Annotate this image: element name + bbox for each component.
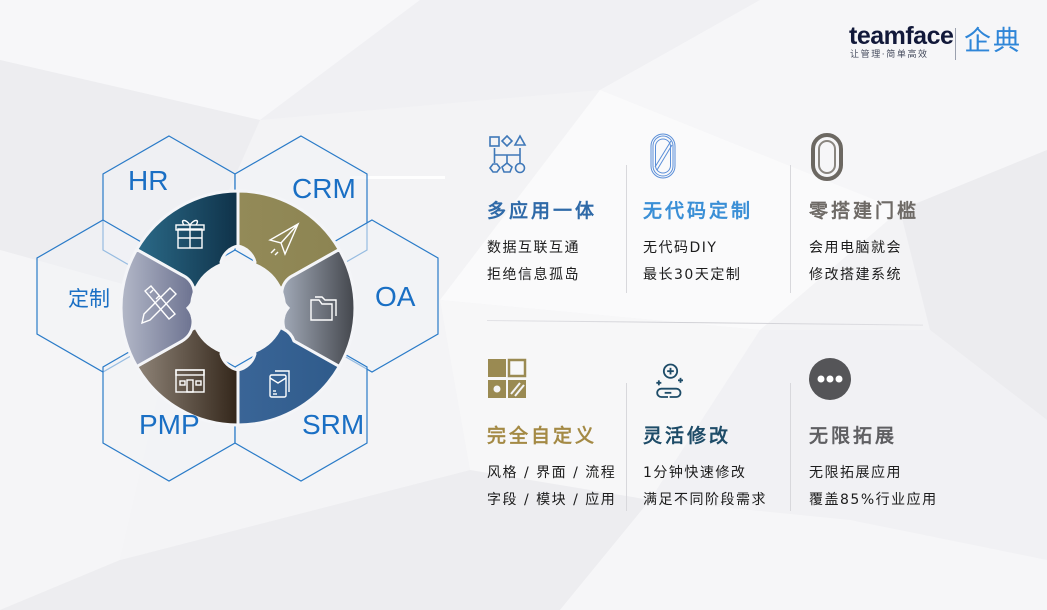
segment-custom (119, 247, 196, 369)
feature-line: 无限拓展应用 (809, 465, 902, 481)
feature-title: 多应用一体 (487, 200, 598, 222)
feature-line: 数据互联互通 (487, 240, 580, 256)
module-label-oa[interactable]: OA (375, 281, 416, 312)
brand-divider (955, 28, 956, 60)
pencil-ruler-icon (141, 285, 177, 325)
zero-outline-icon (650, 133, 676, 179)
feature-line: 覆盖85%行业应用 (809, 492, 938, 508)
feature-title: 无限拓展 (809, 425, 898, 447)
feature-line: 拒绝信息孤岛 (487, 267, 580, 283)
brand-wordmark: teamface (849, 22, 954, 50)
column-divider (790, 165, 791, 293)
feature-title: 完全自定义 (487, 425, 598, 447)
feature-title: 灵活修改 (643, 425, 732, 447)
feature-line: 字段 / 模块 / 应用 (487, 492, 617, 508)
module-label-crm[interactable]: CRM (292, 173, 356, 204)
feature-line: 满足不同阶段需求 (643, 492, 767, 508)
zero-bold-icon (811, 133, 843, 181)
grid-blocks-icon (488, 358, 527, 398)
folder-icon (310, 296, 337, 321)
feature-line: 无代码DIY (643, 240, 718, 256)
feature-line: 风格 / 界面 / 流程 (487, 465, 617, 481)
module-label-hr[interactable]: HR (128, 165, 169, 196)
feature-line: 1分钟快速修改 (643, 465, 747, 481)
brand-product-name: 企典 (964, 26, 1022, 57)
gift-icon (175, 219, 205, 249)
shapes-hierarchy-icon (489, 134, 527, 174)
brand-tagline: 让管理·简单高效 (850, 50, 929, 60)
document-envelope-icon (269, 370, 290, 398)
column-divider (626, 383, 627, 511)
feature-title: 零搭建门槛 (809, 200, 920, 222)
module-label-custom[interactable]: 定制 (68, 287, 110, 311)
module-label-pmp[interactable]: PMP (139, 409, 200, 440)
storefront-icon (175, 369, 205, 393)
feature-line: 最长30天定制 (643, 267, 742, 283)
link-plus-icon (656, 363, 683, 398)
module-label-srm[interactable]: SRM (302, 409, 365, 440)
feature-line: 会用电脑就会 (809, 240, 902, 256)
feature-title: 无代码定制 (643, 200, 754, 222)
paper-plane-icon (268, 222, 300, 256)
column-divider (790, 383, 791, 511)
feature-line: 修改搭建系统 (809, 267, 902, 283)
column-divider (626, 165, 627, 293)
more-dots-icon (809, 358, 851, 400)
